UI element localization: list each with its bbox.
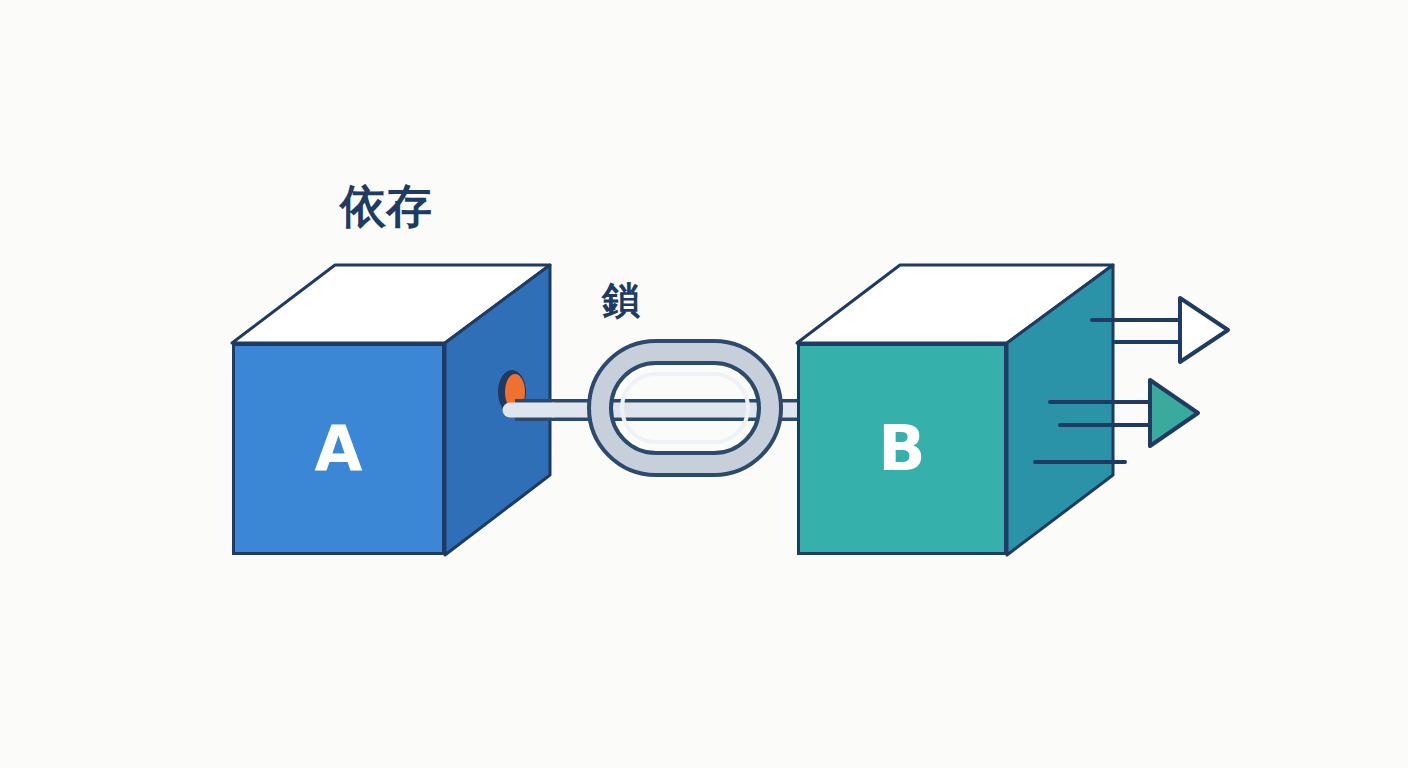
edge-label: 鎖 — [598, 279, 644, 321]
node-letter: A — [315, 418, 363, 480]
cube-side-face — [1007, 265, 1113, 555]
chain-link-outline — [600, 352, 770, 464]
chain-rod-start — [510, 403, 552, 418]
chain-link-highlight — [622, 374, 748, 442]
cube-front-face: A — [232, 343, 445, 555]
motion-arrows — [1035, 298, 1228, 462]
cube-front-face: B — [797, 343, 1007, 555]
node-letter: B — [878, 418, 925, 480]
chain-link-body — [600, 352, 770, 464]
diagram-title: 依存 — [340, 183, 432, 229]
